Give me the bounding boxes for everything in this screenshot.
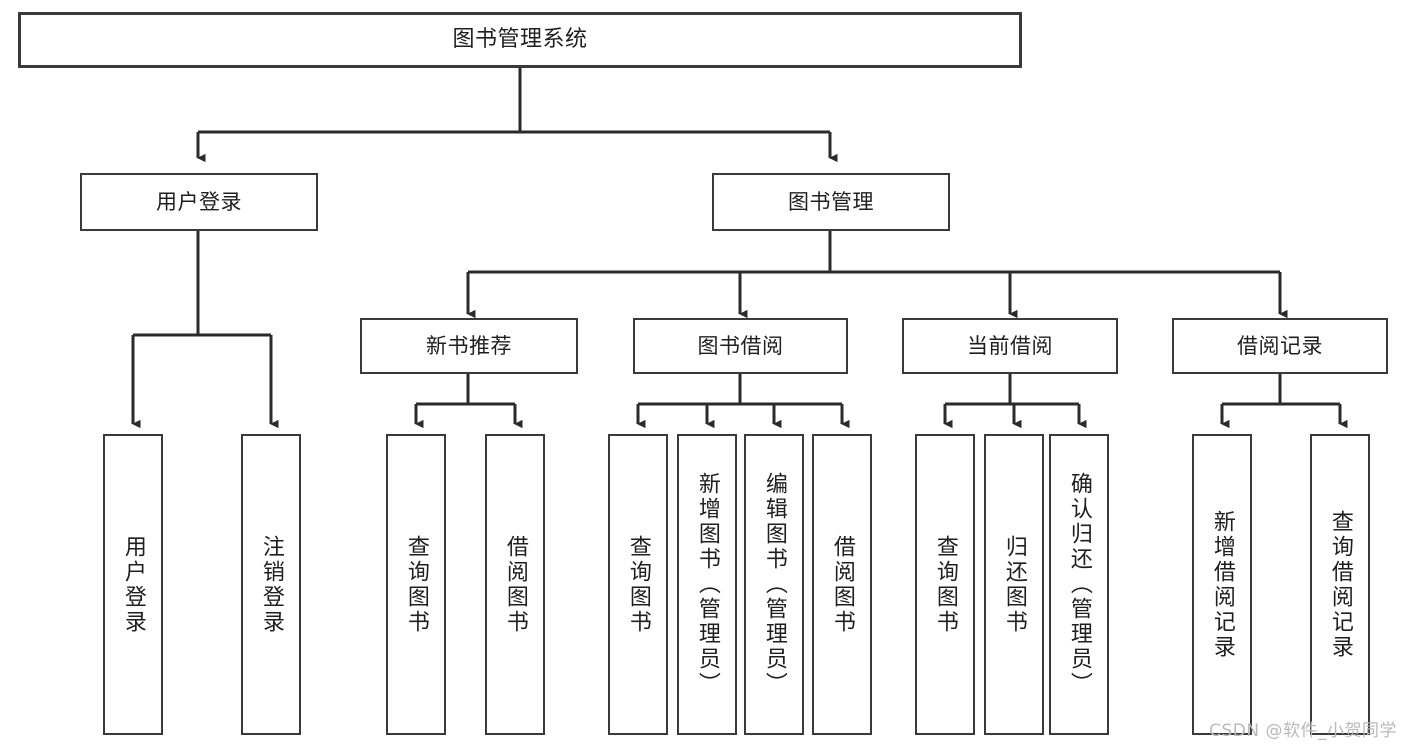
leaf-borrow-add-book-label: 新增图书（管理员） xyxy=(694,472,720,697)
leaf-current-query-book[interactable]: 查询图书 xyxy=(915,434,975,735)
node-user-login[interactable]: 用户登录 xyxy=(80,173,318,231)
leaf-record-add[interactable]: 新增借阅记录 xyxy=(1192,434,1252,735)
node-root[interactable]: 图书管理系统 xyxy=(18,12,1022,68)
node-current-borrow[interactable]: 当前借阅 xyxy=(902,318,1118,374)
leaf-current-return-book-label: 归还图书 xyxy=(1001,534,1027,635)
leaf-user-login-login[interactable]: 用户登录 xyxy=(103,434,163,735)
node-book-management-label: 图书管理 xyxy=(788,189,874,214)
leaf-new-book-borrow-label: 借阅图书 xyxy=(502,534,528,635)
leaf-borrow-edit-book-label: 编辑图书（管理员） xyxy=(761,472,787,697)
leaf-record-query[interactable]: 查询借阅记录 xyxy=(1310,434,1370,735)
leaf-current-confirm-return-label: 确认归还（管理员） xyxy=(1066,472,1092,697)
node-borrow-record-label: 借阅记录 xyxy=(1237,333,1323,358)
node-root-label: 图书管理系统 xyxy=(452,27,588,53)
leaf-record-query-label: 查询借阅记录 xyxy=(1327,509,1353,660)
leaf-borrow-borrow-book-label: 借阅图书 xyxy=(829,534,855,635)
leaf-user-login-logout-label: 注销登录 xyxy=(258,534,284,635)
leaf-borrow-add-book[interactable]: 新增图书（管理员） xyxy=(677,434,737,735)
leaf-new-book-query-label: 查询图书 xyxy=(403,534,429,635)
leaf-borrow-edit-book[interactable]: 编辑图书（管理员） xyxy=(744,434,804,735)
node-new-book-recommend-label: 新书推荐 xyxy=(426,333,512,358)
node-book-management[interactable]: 图书管理 xyxy=(712,173,950,231)
leaf-borrow-borrow-book[interactable]: 借阅图书 xyxy=(812,434,872,735)
leaf-current-return-book[interactable]: 归还图书 xyxy=(984,434,1044,735)
leaf-current-query-book-label: 查询图书 xyxy=(932,534,958,635)
leaf-new-book-query[interactable]: 查询图书 xyxy=(386,434,446,735)
leaf-user-login-login-label: 用户登录 xyxy=(120,534,146,635)
leaf-borrow-query-book-label: 查询图书 xyxy=(625,534,651,635)
leaf-current-confirm-return[interactable]: 确认归还（管理员） xyxy=(1049,434,1109,735)
node-book-borrow-label: 图书借阅 xyxy=(697,333,784,358)
leaf-record-add-label: 新增借阅记录 xyxy=(1209,509,1235,660)
leaf-borrow-query-book[interactable]: 查询图书 xyxy=(608,434,668,735)
node-new-book-recommend[interactable]: 新书推荐 xyxy=(360,318,578,374)
node-book-borrow[interactable]: 图书借阅 xyxy=(633,318,848,374)
leaf-user-login-logout[interactable]: 注销登录 xyxy=(241,434,301,735)
node-borrow-record[interactable]: 借阅记录 xyxy=(1172,318,1388,374)
leaf-new-book-borrow[interactable]: 借阅图书 xyxy=(485,434,545,735)
node-user-login-label: 用户登录 xyxy=(156,189,242,214)
watermark: CSDN @软件_小贺同学 xyxy=(1209,721,1397,741)
node-current-borrow-label: 当前借阅 xyxy=(967,333,1053,358)
